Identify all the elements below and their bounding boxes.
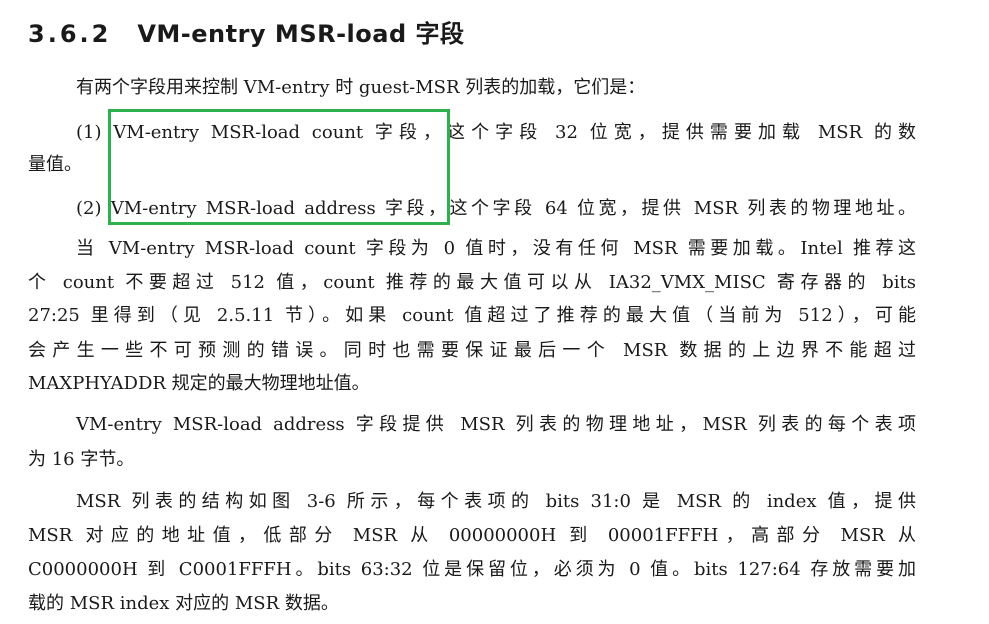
para2-line: 为 16 字节。 <box>28 449 135 470</box>
intro-text: 有两个字段用来控制 VM-entry 时 guest-MSR 列表的加载，它们是… <box>76 77 646 98</box>
item1-line1: (1) VM-entry MSR-load count 字段，这个字段 32 位… <box>76 122 916 143</box>
para1-line: 当 VM-entry MSR-load count 字段为 0 值时，没有任何 … <box>76 238 916 259</box>
para1-line: 27:25 里得到（见 2.5.11 节）。如果 count 值超过了推荐的最大… <box>28 305 916 326</box>
item1-line2: 量值。 <box>28 154 82 175</box>
para3-line: 载的 MSR index 对应的 MSR 数据。 <box>28 593 339 614</box>
para2-line: VM-entry MSR-load address 字段提供 MSR 列表的物理… <box>76 414 916 435</box>
highlight-box <box>108 109 450 225</box>
section-number: 3.6.2 <box>28 20 112 48</box>
para1-line: 个 count 不要超过 512 值，count 推荐的最大值可以从 IA32_… <box>28 272 916 293</box>
para3-line: MSR 列表的结构如图 3-6 所示，每个表项的 bits 31:0 是 MSR… <box>76 491 916 512</box>
para1-line: 会产生一些不可预测的错误。同时也需要保证最后一个 MSR 数据的上边界不能超过 <box>28 340 916 361</box>
para1-line: MAXPHYADDR 规定的最大物理地址值。 <box>28 373 370 394</box>
para3-line: MSR 对应的地址值，低部分 MSR 从 00000000H 到 00001FF… <box>28 525 916 546</box>
item2-line1: (2) VM-entry MSR-load address 字段，这个字段 64… <box>76 198 916 219</box>
section-heading: 3.6.2 VM-entry MSR-load 字段 <box>28 14 465 49</box>
para3-line: C0000000H 到 C0001FFFH。bits 63:32 位是保留位，必… <box>28 559 916 580</box>
section-title: VM-entry MSR-load 字段 <box>137 20 465 48</box>
